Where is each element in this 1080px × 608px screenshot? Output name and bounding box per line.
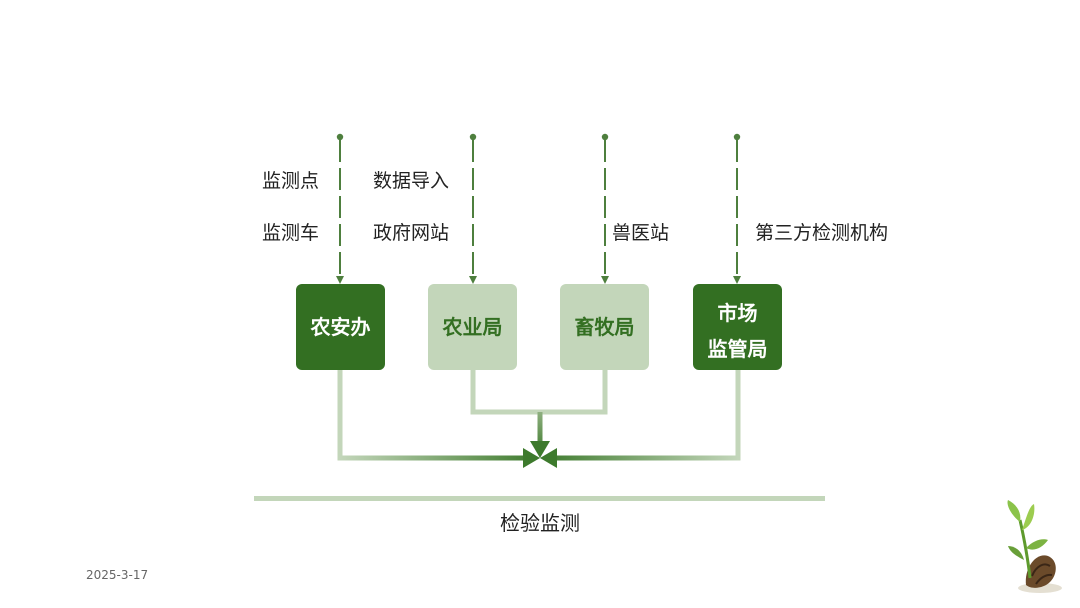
source-label-monitoring-point: 监测点 xyxy=(262,170,319,192)
box-label-agriculture-bureau: 农业局 xyxy=(442,315,503,339)
arrow-down-icon xyxy=(601,276,609,284)
date-stamp: 2025-3-17 xyxy=(86,568,149,582)
source-label-monitoring-vehicle: 监测车 xyxy=(262,222,319,244)
box-label-market-line2: 监管局 xyxy=(708,337,768,361)
source-label-data-import: 数据导入 xyxy=(373,170,449,192)
sprout-icon xyxy=(1007,500,1062,593)
arrow-down-icon xyxy=(469,276,477,284)
box-agriculture-bureau: 农业局 xyxy=(428,284,517,370)
stem-4 xyxy=(733,133,741,284)
arrow-down-icon xyxy=(336,276,344,284)
arrow-right-icon xyxy=(523,448,540,468)
baseline-bar xyxy=(254,496,825,501)
stem-3 xyxy=(601,133,609,284)
box-livestock-bureau: 畜牧局 xyxy=(560,284,649,370)
box-nonganban: 农安办 xyxy=(296,284,385,370)
source-label-third-party-lab: 第三方检测机构 xyxy=(755,222,888,244)
arrow-down-icon xyxy=(530,441,550,458)
arrow-down-icon xyxy=(733,276,741,284)
box-label-livestock-bureau: 畜牧局 xyxy=(575,315,635,339)
stem-1 xyxy=(336,133,344,284)
arrow-left-icon xyxy=(540,448,557,468)
box-label-market-line1: 市场 xyxy=(718,301,758,325)
source-label-government-website: 政府网站 xyxy=(373,222,449,244)
stem-2 xyxy=(469,133,477,284)
source-label-veterinary-station: 兽医站 xyxy=(612,222,669,244)
connector-lines xyxy=(337,370,741,468)
box-market-supervision-bureau: 市场 监管局 xyxy=(693,284,782,370)
box-label-nonganban: 农安办 xyxy=(310,315,371,339)
bottom-label: 检验监测 xyxy=(500,511,580,535)
